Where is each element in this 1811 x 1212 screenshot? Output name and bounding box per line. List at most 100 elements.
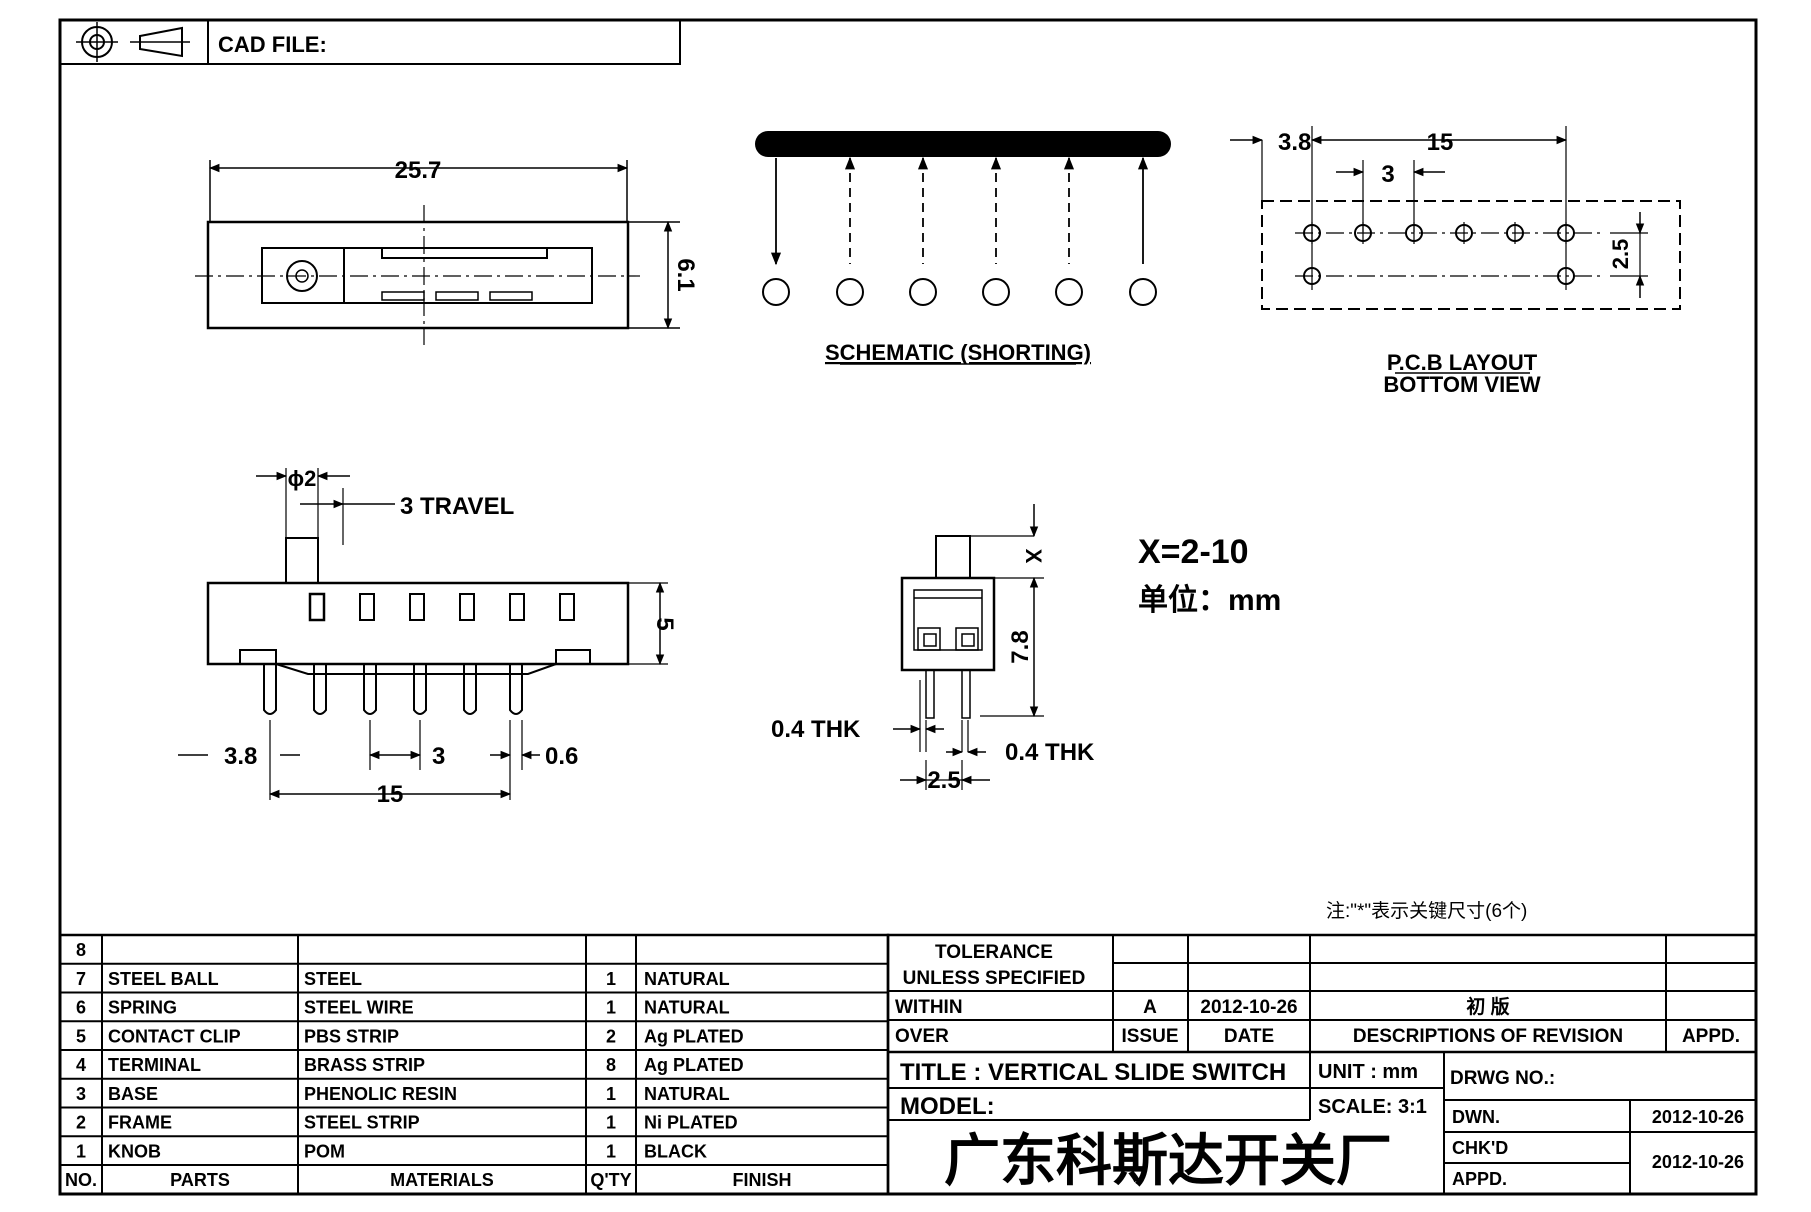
dwn-label: DWN.: [1452, 1107, 1500, 1127]
third-angle-projection-icon: [76, 22, 190, 62]
side-travel-dim: 3 TRAVEL: [400, 493, 514, 520]
bom-cell-qty: 2: [606, 1026, 616, 1046]
side-pin-width-dim: 0.6: [545, 743, 578, 770]
bom-header-part: PARTS: [170, 1170, 230, 1190]
rev-header-date: DATE: [1224, 1026, 1274, 1047]
bom-cell-material: POM: [304, 1141, 345, 1161]
front-height-dim: 6.1: [672, 258, 699, 291]
drawing-title: TITLE : VERTICAL SLIDE SWITCH: [900, 1059, 1286, 1086]
revision-issue: A: [1143, 997, 1157, 1018]
header-box: CAD FILE:: [59, 19, 681, 65]
bom-cell-part: SPRING: [108, 998, 177, 1018]
company-name: 广东科斯达开关厂: [944, 1129, 1392, 1192]
chkd-date: 2012-10-26: [1652, 1152, 1744, 1172]
bom-cell-no: 4: [76, 1055, 86, 1075]
bom-cell-material: PHENOLIC RESIN: [304, 1084, 457, 1104]
bom-cell-no: 7: [76, 969, 86, 989]
bom-cell-no: 3: [76, 1084, 86, 1104]
revision-date: 2012-10-26: [1200, 997, 1297, 1018]
x-range-note: X=2-10: [1138, 533, 1249, 571]
scale-label: SCALE: 3:1: [1318, 1096, 1427, 1118]
cad-file-label: CAD FILE:: [218, 32, 327, 57]
schematic-view: [755, 131, 1171, 306]
pcb-row-gap-dim: 2.5: [1608, 239, 1633, 270]
bom-cell-qty: 1: [606, 1141, 616, 1161]
bom-cell-part: BASE: [108, 1084, 158, 1104]
bom-cell-finish: Ni PLATED: [644, 1113, 738, 1133]
bom-cell-qty: 1: [606, 969, 616, 989]
model-label: MODEL:: [900, 1093, 995, 1120]
front-width-dim: 25.7: [395, 157, 442, 184]
bom-cell-material: STEEL WIRE: [304, 998, 414, 1018]
bom-cell-finish: NATURAL: [644, 998, 730, 1018]
bom-header-finish: FINISH: [732, 1170, 791, 1190]
unit-note: 单位：mm: [1138, 583, 1281, 617]
pcb-edge-dim: 3.8: [1278, 129, 1311, 156]
bom-cell-qty: 8: [606, 1055, 616, 1075]
rev-header-appd: APPD.: [1682, 1026, 1740, 1047]
drwg-no-label: DRWG NO.:: [1450, 1068, 1555, 1089]
end-pin-spacing: 2.5: [927, 767, 960, 794]
side-span-dim: 15: [377, 781, 404, 808]
bom-cell-no: 5: [76, 1026, 86, 1046]
title-block: [886, 933, 1758, 1196]
end-thk-right: 0.4 THK: [1005, 739, 1095, 766]
bom-cell-part: FRAME: [108, 1113, 172, 1133]
bom-cell-no: 8: [76, 940, 86, 960]
bom-cell-part: TERMINAL: [108, 1055, 201, 1075]
over-label: OVER: [895, 1026, 949, 1047]
bom-cell-part: CONTACT CLIP: [108, 1026, 241, 1046]
bom-cell-finish: NATURAL: [644, 1084, 730, 1104]
bom-cell-qty: 1: [606, 1113, 616, 1133]
pcb-layout-view: [1230, 126, 1681, 310]
appd-label: APPD.: [1452, 1169, 1507, 1189]
pcb-title-line2: BOTTOM VIEW: [1383, 372, 1540, 397]
key-dimension-note: 注:"*"表示关键尺寸(6个): [1326, 900, 1527, 922]
end-x-dim: X: [1021, 549, 1046, 564]
bom-cell-material: BRASS STRIP: [304, 1055, 425, 1075]
revision-description: 初 版: [1466, 995, 1509, 1018]
side-view: [178, 468, 668, 800]
side-height-dim: 5: [651, 617, 678, 630]
bom-cell-material: STEEL STRIP: [304, 1113, 420, 1133]
dwn-date: 2012-10-26: [1652, 1107, 1744, 1127]
bom-cell-finish: Ag PLATED: [644, 1055, 744, 1075]
end-view: [893, 504, 1044, 790]
bom-cell-part: KNOB: [108, 1141, 161, 1161]
front-top-view: [195, 160, 680, 345]
rev-header-description: DESCRIPTIONS OF REVISION: [1353, 1026, 1623, 1047]
end-thk-left: 0.4 THK: [771, 716, 861, 743]
bom-cell-material: PBS STRIP: [304, 1026, 399, 1046]
bom-header-no: NO.: [65, 1170, 97, 1190]
tolerance-line1: TOLERANCE: [935, 942, 1053, 963]
bom-cell-finish: NATURAL: [644, 969, 730, 989]
pcb-span-dim: 15: [1427, 129, 1454, 156]
bom-cell-no: 6: [76, 998, 86, 1018]
side-pitch-dim: 3: [432, 743, 445, 770]
schematic-title: SCHEMATIC (SHORTING): [825, 340, 1091, 365]
bom-header-qty: Q'TY: [590, 1170, 631, 1190]
bom-cell-part: STEEL BALL: [108, 969, 219, 989]
chkd-label: CHK'D: [1452, 1138, 1508, 1158]
within-label: WITHIN: [895, 997, 963, 1018]
bom-cell-no: 2: [76, 1113, 86, 1133]
unit-label: UNIT : mm: [1318, 1061, 1418, 1083]
pcb-pitch-dim: 3: [1381, 161, 1394, 188]
bom-header-material: MATERIALS: [390, 1170, 494, 1190]
bom-cell-qty: 1: [606, 1084, 616, 1104]
tolerance-line2: UNLESS SPECIFIED: [903, 968, 1086, 989]
bom-cell-no: 1: [76, 1141, 86, 1161]
side-edge-dim: 3.8: [224, 743, 257, 770]
bom-cell-qty: 1: [606, 998, 616, 1018]
bom-cell-material: STEEL: [304, 969, 362, 989]
side-knob-dia: ϕ2: [288, 466, 317, 491]
end-height-dim: 7.8: [1007, 630, 1034, 663]
rev-header-issue: ISSUE: [1121, 1026, 1178, 1047]
pcb-title-line1: P.C.B LAYOUT: [1387, 350, 1538, 375]
bom-cell-finish: Ag PLATED: [644, 1026, 744, 1046]
bom-cell-finish: BLACK: [644, 1141, 707, 1161]
